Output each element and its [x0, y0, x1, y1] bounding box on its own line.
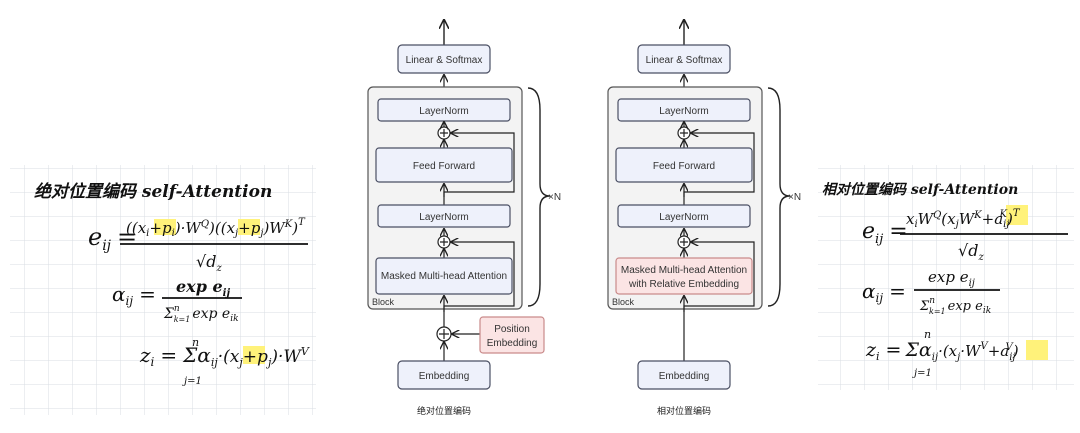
layernorm-mid-label-r: LayerNorm [659, 212, 708, 223]
right-eq2-numerator: exp eij [928, 268, 975, 289]
diagram-relative: Linear & Softmax Block LayerNorm Feed Fo… [607, 20, 801, 417]
left-eq2-numerator: exp eij [176, 277, 230, 299]
repeat-label-r: ×N [788, 192, 801, 203]
feed-forward-box [375, 147, 513, 183]
right-eq3: zi=Σαij·(xj·WV+aijV) [865, 339, 1019, 363]
layernorm-top-label: LayerNorm [419, 106, 468, 117]
position-embedding-line1: Position [494, 324, 530, 335]
linear-softmax-box [397, 44, 491, 74]
left-eq1-numerator: ((xi+pi)·WQ)((xj+pj)WK)T [126, 217, 306, 239]
diagram-absolute: Linear & Softmax Block LayerNorm Feed Fo… [367, 20, 561, 417]
linear-softmax-box-r [637, 44, 731, 74]
left-note-title: 绝对位置编码 self-Attention [34, 182, 272, 202]
left-eq3: zi=Σαij·(xj+pj)·WV [139, 343, 310, 369]
right-note-title: 相对位置编码 self-Attention [822, 181, 1018, 198]
embedding-box [397, 360, 491, 390]
embedding-label-r: Embedding [659, 371, 710, 382]
right-eq3-sum-upper: n [924, 328, 931, 341]
feed-forward-label: Feed Forward [413, 161, 475, 172]
repeat-brace-r [767, 87, 791, 307]
left-eq3-sum-lower: j=1 [182, 376, 202, 387]
layernorm-top-box-r [617, 98, 751, 122]
right-eq3-highlight-a [1026, 340, 1048, 360]
repeat-label: ×N [548, 192, 561, 203]
attention-label: Masked Multi-head Attention [381, 271, 507, 282]
repeat-brace [527, 87, 551, 307]
embedding-box-r [637, 360, 731, 390]
position-embedding-line2: Embedding [487, 338, 538, 349]
right-eq1-lhs: eij= [862, 219, 908, 247]
layernorm-mid-box [377, 204, 511, 228]
relative-attention-box [615, 257, 753, 295]
residual-add-mid-plus-r [680, 238, 688, 246]
right-eq2-lhs: αij= [862, 279, 906, 305]
residual-add-mid-plus [440, 238, 448, 246]
layernorm-top-label-r: LayerNorm [659, 106, 708, 117]
left-eq1-denominator: √dz [196, 252, 222, 274]
position-embedding-box [479, 316, 545, 354]
feed-forward-label-r: Feed Forward [653, 161, 715, 172]
right-eq3-sum-lower: j=1 [912, 368, 932, 379]
block-label: Block [372, 297, 395, 307]
layernorm-top-box [377, 98, 511, 122]
layernorm-mid-label: LayerNorm [419, 212, 468, 223]
layernorm-mid-box-r [617, 204, 751, 228]
left-eq3-highlight-pj [243, 346, 265, 364]
block-container-r [607, 86, 763, 310]
block-label-r: Block [612, 297, 635, 307]
right-eq1-highlight-a [1006, 205, 1028, 225]
left-eq2-lhs: αij= [112, 282, 156, 308]
right-eq1-denominator: √dz [958, 241, 984, 263]
linear-softmax-label: Linear & Softmax [406, 55, 483, 66]
attention-box [375, 257, 513, 295]
position-add-plus [439, 329, 449, 339]
caption-absolute: 绝对位置编码 [417, 405, 471, 417]
caption-relative: 相对位置编码 [657, 405, 711, 417]
left-note: 绝对位置编码 self-Attention eij= ((xi+pi)·WQ)(… [10, 165, 316, 415]
left-note-grid [10, 165, 316, 415]
left-eq1-highlight-pj [238, 219, 260, 235]
right-note: 相对位置编码 self-Attention eij= xiWQ(xjWK+aij… [818, 165, 1074, 390]
embedding-label: Embedding [419, 371, 470, 382]
relative-attention-line1: Masked Multi-head Attention [621, 265, 747, 276]
right-eq1-numerator: xiWQ(xjWK+aijK)T [906, 208, 1021, 230]
residual-add-top-plus-r [680, 129, 688, 137]
residual-add-top-plus [440, 129, 448, 137]
left-eq1-highlight-pi [154, 219, 176, 235]
left-eq3-sum-upper: n [192, 336, 199, 349]
linear-softmax-label-r: Linear & Softmax [646, 55, 723, 66]
block-container [367, 86, 523, 310]
relative-attention-line2: with Relative Embedding [628, 279, 739, 290]
feed-forward-box-r [615, 147, 753, 183]
